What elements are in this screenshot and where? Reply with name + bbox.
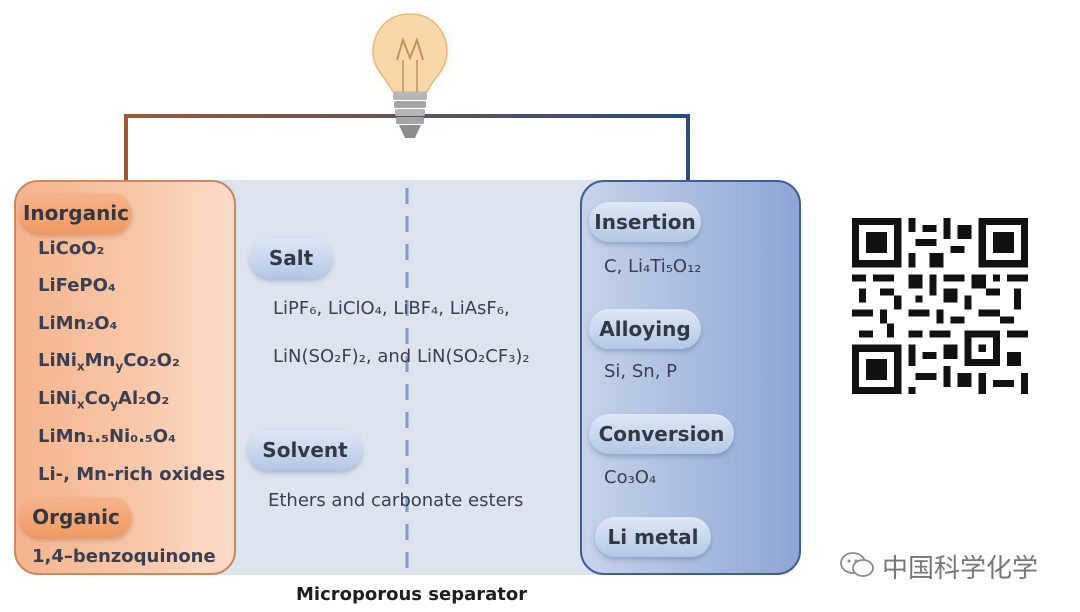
cathode-material-4: LiNixMnyCo₂O₂ [38, 350, 180, 374]
inorganic-badge: Inorganic [20, 193, 132, 233]
alloying-text: Si, Sn, P [604, 361, 678, 382]
salt-list-line-1: LiPF₆, LiClO₄, LiBF₄, LiAsF₆, [273, 298, 510, 319]
cathode-material-7: Li-, Mn-rich oxides [38, 464, 226, 485]
cathode-material-6: LiMn₁.₅Ni₀.₅O₄ [38, 426, 176, 447]
light-bulb-icon [362, 4, 458, 138]
wechat-icon [840, 552, 874, 577]
conversion-text: Co₃O₄ [604, 467, 657, 488]
cathode-material-1: LiCoO₂ [38, 238, 105, 259]
organic-badge: Organic [20, 497, 132, 537]
cathode-material-5: LiNixCoyAl₂O₂ [38, 388, 170, 412]
separator-label: Microporous separator [296, 584, 528, 605]
anode-panel [580, 180, 801, 575]
salt-badge: Salt [250, 238, 332, 278]
solvent-badge: Solvent [248, 430, 362, 470]
organic-material: 1,4–benzoquinone [32, 546, 216, 567]
li-metal-badge: Li metal [595, 517, 711, 557]
watermark-text: 中国科学化学 [882, 554, 1039, 584]
cathode-material-2: LiFePO₄ [38, 275, 116, 296]
conversion-badge: Conversion [589, 414, 734, 454]
qr-code-icon [852, 218, 1028, 394]
solvent-text: Ethers and carbonate esters [268, 490, 524, 511]
insertion-text: C, Li₄Ti₅O₁₂ [604, 256, 702, 277]
insertion-badge: Insertion [589, 202, 701, 242]
alloying-badge: Alloying [589, 309, 701, 349]
salt-list-line-2: LiN(SO₂F)₂, and LiN(SO₂CF₃)₂ [273, 346, 530, 367]
separator-line [405, 188, 409, 570]
cathode-material-3: LiMn₂O₄ [38, 313, 118, 334]
